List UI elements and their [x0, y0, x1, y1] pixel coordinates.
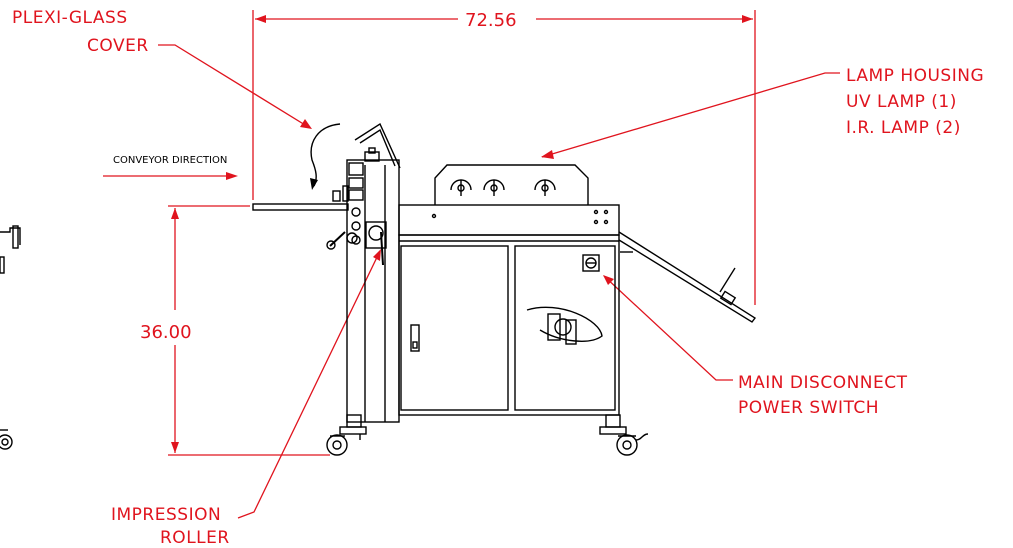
- left-cabinet-door: [400, 245, 509, 411]
- height-dimension-label: 36.00: [140, 322, 192, 343]
- width-dimension-label: 72.56: [465, 10, 517, 31]
- control-panel: [348, 162, 364, 245]
- lamp-housing-callout: LAMP HOUSING UV LAMP (1) I.R. LAMP (2): [541, 66, 984, 159]
- machine-body: [0, 122, 757, 456]
- plexi-glass-callout: PLEXI-GLASS COVER: [12, 8, 312, 129]
- impression-roller-label-line2: ROLLER: [160, 528, 230, 548]
- right-caster: [599, 426, 649, 456]
- right-cabinet-door: [514, 245, 616, 411]
- outfeed-conveyor: [618, 231, 757, 323]
- main-disconnect-callout: MAIN DISCONNECT POWER SWITCH: [603, 275, 908, 418]
- main-disconnect-label-line2: POWER SWITCH: [738, 398, 879, 418]
- impression-roller-label-line1: IMPRESSION: [111, 505, 221, 525]
- main-disconnect-switch: [582, 254, 600, 272]
- left-caster: [326, 426, 367, 456]
- lamp-housing: [434, 164, 589, 205]
- main-disconnect-label-line1: MAIN DISCONNECT: [738, 373, 908, 393]
- conveyor-direction: CONVEYOR DIRECTION: [103, 155, 238, 180]
- ir-lamp-1: [450, 179, 472, 196]
- width-dimension: 72.56: [252, 10, 756, 305]
- uv-lamp-label: UV LAMP (1): [846, 92, 957, 112]
- partial-left-machine: [0, 225, 21, 450]
- impression-roller: [365, 221, 387, 266]
- height-dimension: 36.00: [140, 205, 330, 456]
- plexi-glass-label-line2: COVER: [87, 36, 149, 56]
- manufacturer-logo: [526, 306, 603, 345]
- conveyor-direction-label: CONVEYOR DIRECTION: [113, 155, 227, 166]
- uv-lamp: [483, 179, 505, 196]
- door-handle: [410, 324, 420, 352]
- plexi-glass-label-line1: PLEXI-GLASS: [12, 8, 128, 28]
- ir-lamp-2: [534, 179, 556, 196]
- ir-lamp-label: I.R. LAMP (2): [846, 118, 961, 138]
- impression-roller-callout: IMPRESSION ROLLER: [111, 249, 381, 548]
- infeed-guide: [332, 185, 349, 202]
- plexi-cover-rotation-arrow: [310, 123, 341, 190]
- lamp-housing-label-line1: LAMP HOUSING: [846, 66, 984, 86]
